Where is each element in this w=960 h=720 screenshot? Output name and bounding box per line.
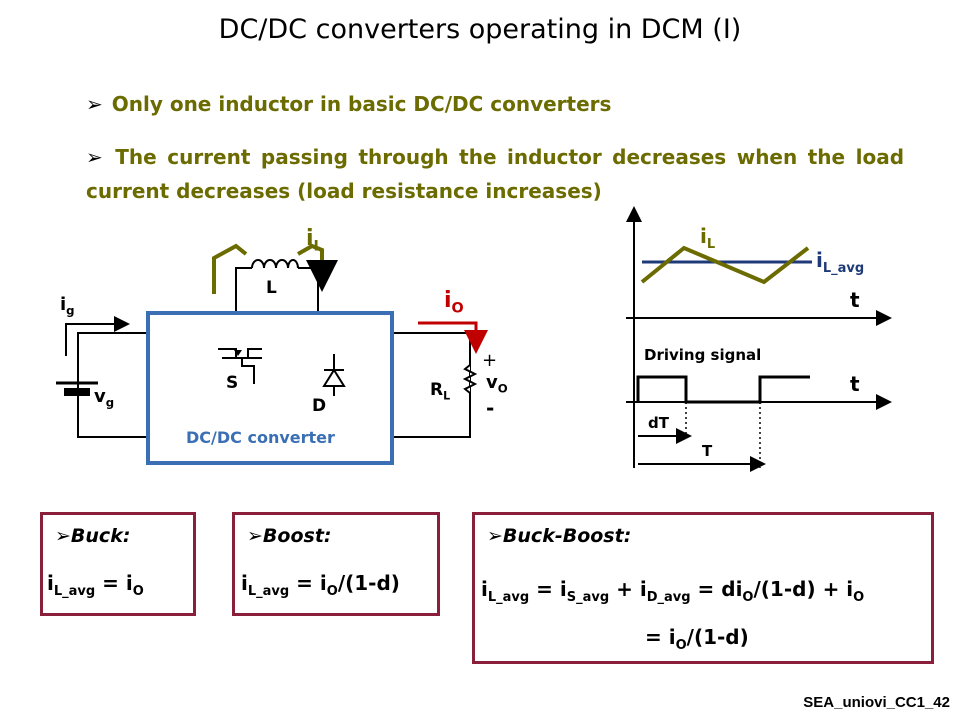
bullet-two-text: The current passing through the inductor…	[86, 145, 905, 203]
buck-boost-heading: ➢Buck-Boost:	[487, 525, 632, 547]
converter-box	[146, 311, 394, 465]
io-label: iO	[444, 288, 464, 317]
d-label: D	[312, 396, 327, 416]
source-wire	[77, 332, 148, 438]
diode-triangle	[322, 368, 346, 387]
boost-heading: ➢Boost:	[247, 525, 332, 547]
il-label: iL	[306, 226, 323, 255]
wave-t2-label: t	[850, 372, 860, 396]
vo-label: vO	[486, 372, 508, 396]
buck-boost-box: ➢Buck-Boost: iL_avg = iS_avg + iD_avg = …	[472, 512, 934, 664]
switch-arrow	[234, 350, 242, 356]
dt-label: dT	[648, 414, 669, 432]
arrow-bullet-icon: ➢	[86, 145, 103, 169]
resistor	[462, 364, 478, 394]
bullet-one-text: Only one inductor in basic DC/DC convert…	[111, 92, 612, 116]
il-arrow	[212, 243, 322, 294]
minus-sign: -	[486, 396, 495, 420]
plus-sign: +	[482, 350, 498, 371]
io-arrow	[418, 321, 488, 354]
arrow-bullet-icon: ➢	[55, 525, 71, 547]
driving-signal	[636, 375, 810, 404]
rl-label: RL	[430, 380, 451, 403]
buck-formula: iL_avg = iO	[47, 571, 144, 599]
t-period-label: T	[702, 442, 713, 460]
switch	[218, 348, 262, 384]
vg-label: vg	[94, 386, 115, 410]
buck-heading: ➢Buck:	[55, 525, 131, 547]
boost-formula: iL_avg = iO/(1-d)	[241, 571, 400, 599]
bullet-one: ➢ Only one inductor in basic DC/DC conve…	[86, 92, 904, 116]
ig-label: ig	[60, 294, 75, 318]
buck-boost-formula-line1: iL_avg = iS_avg + iD_avg = diO/(1-d) + i…	[481, 577, 865, 605]
driving-signal-label: Driving signal	[644, 346, 762, 364]
inductor-coil	[251, 259, 299, 269]
converter-label: DC/DC converter	[186, 428, 335, 447]
ig-arrow	[65, 316, 130, 356]
wave-t1-label: t	[850, 288, 860, 312]
wave-il-label: iL	[700, 224, 716, 252]
slide-footer: SEA_uniovi_CC1_42	[803, 694, 950, 711]
page-title: DC/DC converters operating in DCM (I)	[218, 14, 742, 45]
battery-short-plate	[64, 388, 90, 396]
il-waveform	[640, 245, 810, 285]
boost-box: ➢Boost: iL_avg = iO/(1-d)	[232, 512, 440, 616]
wave-il-avg-label: iL_avg	[816, 248, 865, 276]
inductor-wire	[235, 267, 319, 313]
arrow-bullet-icon: ➢	[86, 92, 103, 116]
arrow-bullet-icon: ➢	[247, 525, 263, 547]
s-label: S	[226, 373, 239, 393]
arrow-bullet-icon: ➢	[487, 525, 503, 547]
buck-box: ➢Buck: iL_avg = iO	[40, 512, 196, 616]
buck-boost-formula-line2: = iO/(1-d)	[645, 625, 749, 653]
l-label: L	[266, 278, 277, 298]
bullet-two: ➢ The current passing through the induct…	[86, 140, 904, 208]
